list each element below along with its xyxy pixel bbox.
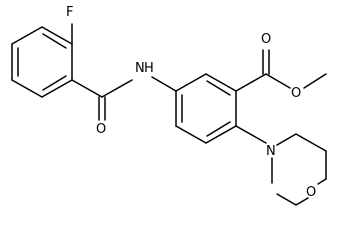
bond (276, 193, 297, 206)
bond (151, 76, 177, 92)
bond (235, 73, 267, 92)
bond (235, 125, 267, 144)
bond (42, 75, 67, 91)
fluorine-label: F (66, 5, 73, 20)
bond (276, 133, 297, 146)
bond (11, 79, 43, 98)
bond (101, 79, 133, 98)
bond (205, 73, 237, 92)
bond (295, 197, 309, 206)
molecule-structure: F N H O O O N O (11, 5, 327, 206)
morpholine-ring (271, 133, 327, 206)
bond (41, 26, 73, 45)
bond (265, 73, 291, 89)
carbonyl-oxygen-label: O (261, 32, 271, 47)
bond (11, 26, 43, 45)
bond (206, 80, 231, 96)
bond (317, 178, 327, 185)
bond (42, 33, 67, 49)
amide-hydrogen-label: H (144, 61, 154, 76)
fluorophenyl-ring (11, 26, 73, 98)
central-benzene-ring (175, 73, 237, 144)
amide-oxygen-label: O (96, 122, 106, 137)
morpholine-oxygen-label: O (306, 185, 316, 200)
ester-oxygen-label: O (291, 86, 301, 101)
morpholine-nitrogen-label: N (266, 144, 276, 159)
amide-nitrogen-label: N (135, 61, 145, 76)
bond (295, 133, 327, 152)
bond (71, 79, 103, 98)
bond (41, 79, 73, 98)
bond (175, 73, 207, 92)
bond (206, 121, 231, 137)
bond (175, 125, 207, 144)
bond (303, 73, 327, 89)
bond (205, 125, 237, 144)
